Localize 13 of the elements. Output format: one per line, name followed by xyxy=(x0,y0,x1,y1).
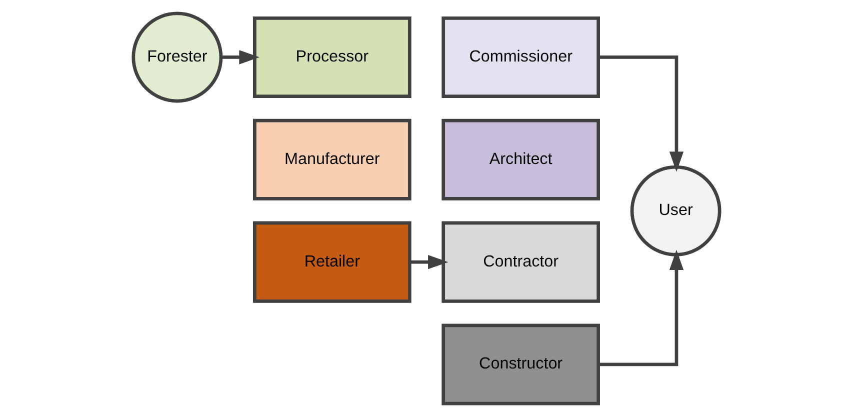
node-box: Contractor xyxy=(441,221,600,303)
node-box: Processor xyxy=(252,16,411,98)
arrow xyxy=(598,250,684,366)
node-box: Commissioner xyxy=(441,16,600,98)
node-circle: Forester xyxy=(131,12,222,103)
arrow xyxy=(598,56,684,172)
node-circle: User xyxy=(630,165,721,256)
arrow xyxy=(220,50,259,64)
arrow xyxy=(410,254,448,270)
node-box: Manufacturer xyxy=(252,118,411,200)
node-box: Architect xyxy=(441,118,600,200)
node-box: Constructor xyxy=(441,324,600,406)
node-box: Retailer xyxy=(252,221,411,303)
